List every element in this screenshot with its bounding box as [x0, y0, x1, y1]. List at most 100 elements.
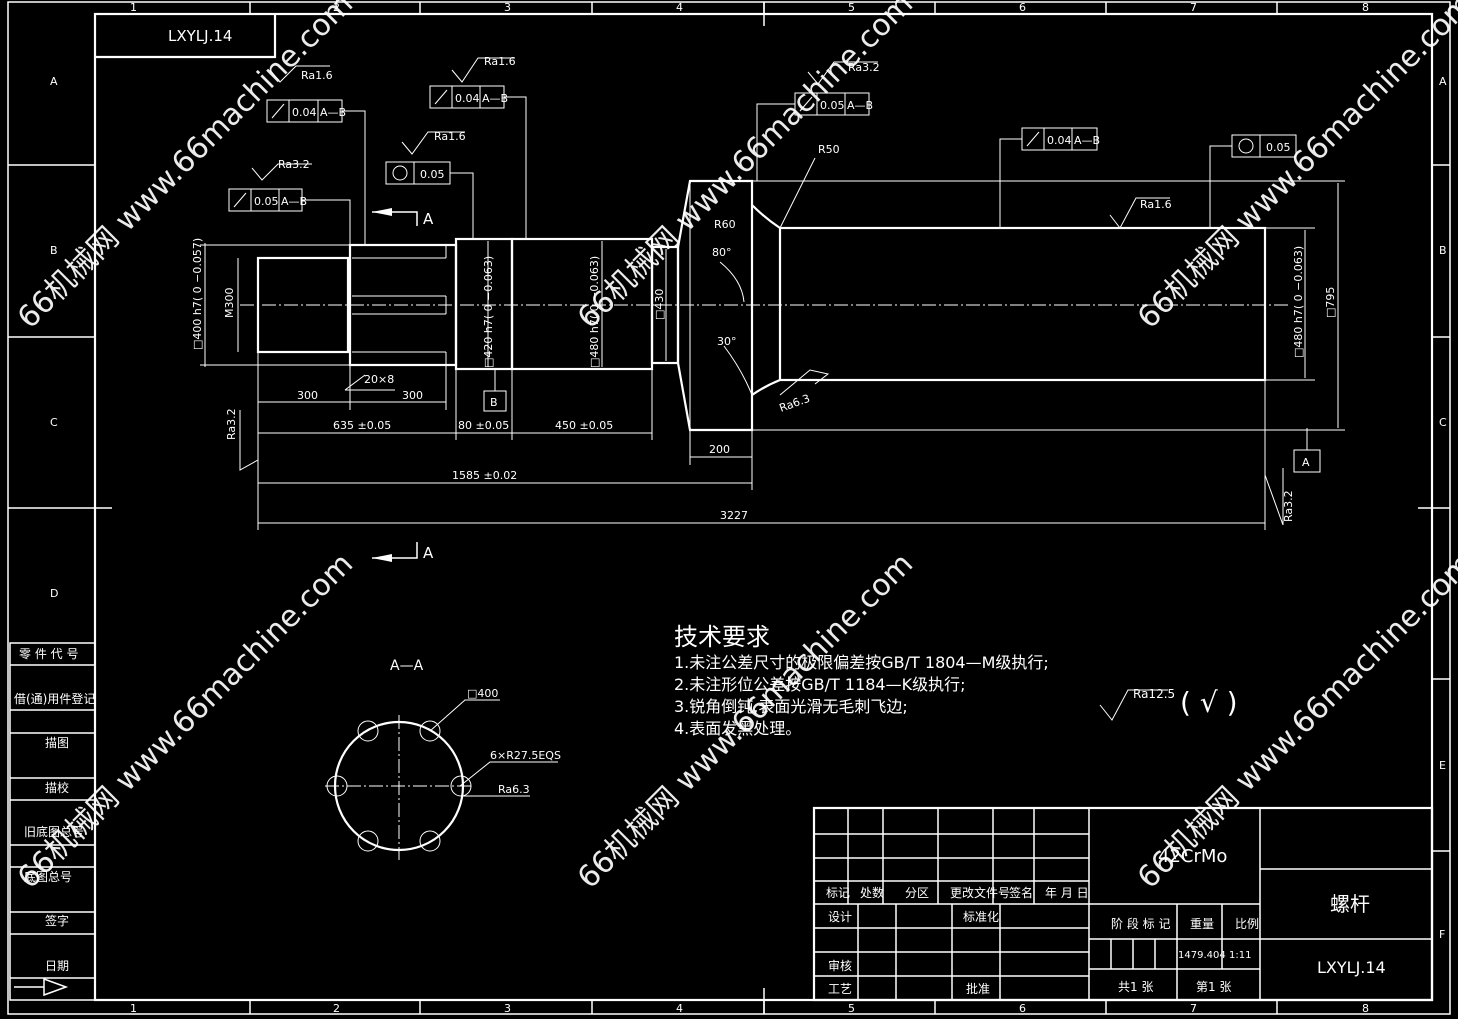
tol-datum: A—B: [320, 106, 346, 119]
tb-material: 42CrMo: [1158, 846, 1227, 867]
tb-sheet-total: 共1 张: [1118, 980, 1153, 994]
tb-sheet-no: 第1 张: [1196, 980, 1231, 994]
section-marker: A: [423, 544, 434, 562]
dim-text: 1585 ±0.02: [452, 469, 517, 482]
dim-text: 80 ±0.05: [458, 419, 509, 432]
col-label: 1: [130, 1002, 137, 1015]
zone-grid-lines: [8, 2, 1450, 1014]
dim-text: 300: [402, 389, 423, 402]
dim-text: 80°: [712, 246, 732, 259]
tb-part-name: 螺杆: [1330, 892, 1370, 916]
tb-weight-label: 重量: [1190, 917, 1214, 931]
row-label: A: [50, 75, 58, 88]
tol-value: 0.05: [1266, 141, 1291, 154]
dim-text: R60: [714, 218, 736, 231]
runout-icon: [799, 96, 813, 112]
tolerance-frames: 0.04 A—B 0.05 A—B 0.04 A—B 0.05 0.05 A—B: [228, 85, 1297, 245]
dim-text: 3227: [720, 509, 748, 522]
dim-text: □795: [1324, 287, 1337, 318]
runout-icon: [233, 192, 247, 208]
col-label: 5: [848, 1002, 855, 1015]
dim-text: 450 ±0.05: [555, 419, 613, 432]
datum-label: A: [1302, 456, 1310, 469]
col-label: 2: [333, 1, 340, 14]
tb-header: 更改文件号: [950, 885, 1010, 900]
dim-text: □480 h7( 0 −0.063): [588, 256, 601, 368]
col-label: 8: [1362, 1002, 1369, 1015]
side-label: 描图: [45, 736, 69, 750]
general-roughness-mark: ( √ ): [1180, 686, 1238, 719]
col-label: 6: [1019, 1, 1026, 14]
tb-header: 标记: [826, 886, 850, 900]
tol-value: 0.05: [254, 195, 279, 208]
roughness-label: Ra1.6: [301, 69, 333, 82]
tb-scale-label: 比例: [1235, 917, 1259, 931]
roughness-label: Ra1.6: [484, 55, 516, 68]
side-label: 签字: [45, 913, 69, 928]
roughness-label: Ra3.2: [848, 61, 880, 74]
tol-datum: A—B: [482, 92, 508, 105]
dim-text: R50: [818, 143, 840, 156]
tb-scale: 1:11: [1229, 950, 1251, 961]
tech-item: 2.未注形位公差按GB/T 1184—K级执行;: [674, 675, 966, 694]
runout-icon: [1026, 131, 1040, 147]
tol-datum: A—B: [281, 195, 307, 208]
col-label: 3: [504, 1002, 511, 1015]
tb-standardization: 标准化: [963, 910, 999, 924]
drawing-number-box: LXYLJ.14: [95, 14, 277, 59]
col-label: 2: [333, 1002, 340, 1015]
col-label: 3: [504, 1, 511, 14]
dim-text: M300: [223, 288, 236, 319]
cylindricity-icon: [1238, 138, 1254, 154]
section-marker: A: [423, 210, 434, 228]
tech-title: 技术要求: [674, 623, 770, 651]
row-label: D: [50, 587, 58, 600]
tech-item: 3.锐角倒钝,表面光滑无毛刺飞边;: [674, 697, 908, 716]
watermark-text: 66机械网 www.66machine.com: [11, 546, 360, 895]
tol-value: 0.05: [820, 99, 845, 112]
zone-row-labels: A B C D A B C E F: [50, 75, 1447, 941]
roughness-label: Ra1.6: [434, 130, 466, 143]
tb-role: 工艺: [828, 982, 852, 996]
row-label: E: [1439, 759, 1446, 772]
tb-header: 签名: [1009, 885, 1033, 900]
row-label: C: [1439, 416, 1447, 429]
tech-item: 1.未注公差尺寸的极限偏差按GB/T 1804—M级执行;: [674, 653, 1049, 672]
roughness-label: Ra3.2: [278, 158, 310, 171]
tb-header: 年 月 日: [1045, 886, 1089, 900]
section-grooves: 6×R27.5EQS: [490, 749, 561, 762]
row-label: C: [50, 416, 58, 429]
roughness-label: Ra6.3: [778, 392, 812, 415]
side-label: 底图总号: [24, 869, 72, 884]
tol-value: 0.04: [292, 106, 317, 119]
tb-stage: 阶 段 标 记: [1111, 916, 1170, 931]
tb-drawing-number: LXYLJ.14: [1317, 958, 1386, 977]
col-label: 4: [676, 1, 683, 14]
runout-icon: [434, 89, 448, 105]
watermarks: 66机械网 www.66machine.com 66机械网 www.66mach…: [11, 0, 1458, 896]
section-view-a-a: A—A □400 6×R27.5EQS Ra6.3: [325, 658, 561, 860]
tol-datum: A—B: [1074, 134, 1100, 147]
dim-text: □480 h7( 0 −0.063): [1292, 246, 1305, 358]
shaft-outline: [240, 179, 1290, 432]
dim-text: 300: [297, 389, 318, 402]
tb-header: 分区: [905, 886, 929, 900]
roughness-label: Ra3.2: [1282, 490, 1295, 522]
side-label: 旧底图总号: [24, 824, 84, 839]
row-label: B: [1439, 244, 1447, 257]
col-label: 7: [1190, 1002, 1197, 1015]
tol-value: 0.05: [420, 168, 445, 181]
dim-text: 635 ±0.05: [333, 419, 391, 432]
title-block: 标记 处数 分区 更改文件号 签名 年 月 日 设计 审核 工艺 标准化 批准 …: [812, 806, 1434, 1002]
col-label: 4: [676, 1002, 683, 1015]
technical-requirements: 技术要求 1.未注公差尺寸的极限偏差按GB/T 1804—M级执行; 2.未注形…: [674, 623, 1049, 738]
dim-text: □400 h7( 0 −0.057): [191, 238, 204, 350]
tol-value: 0.04: [455, 92, 480, 105]
tb-approve: 批准: [966, 981, 990, 996]
tb-role: 设计: [828, 910, 852, 924]
drawing-number-top: LXYLJ.14: [168, 27, 232, 45]
side-label: 借(通)用件登记: [14, 691, 95, 706]
tol-value: 0.04: [1047, 134, 1072, 147]
side-label: 零 件 代 号: [19, 647, 78, 661]
col-label: 7: [1190, 1, 1197, 14]
